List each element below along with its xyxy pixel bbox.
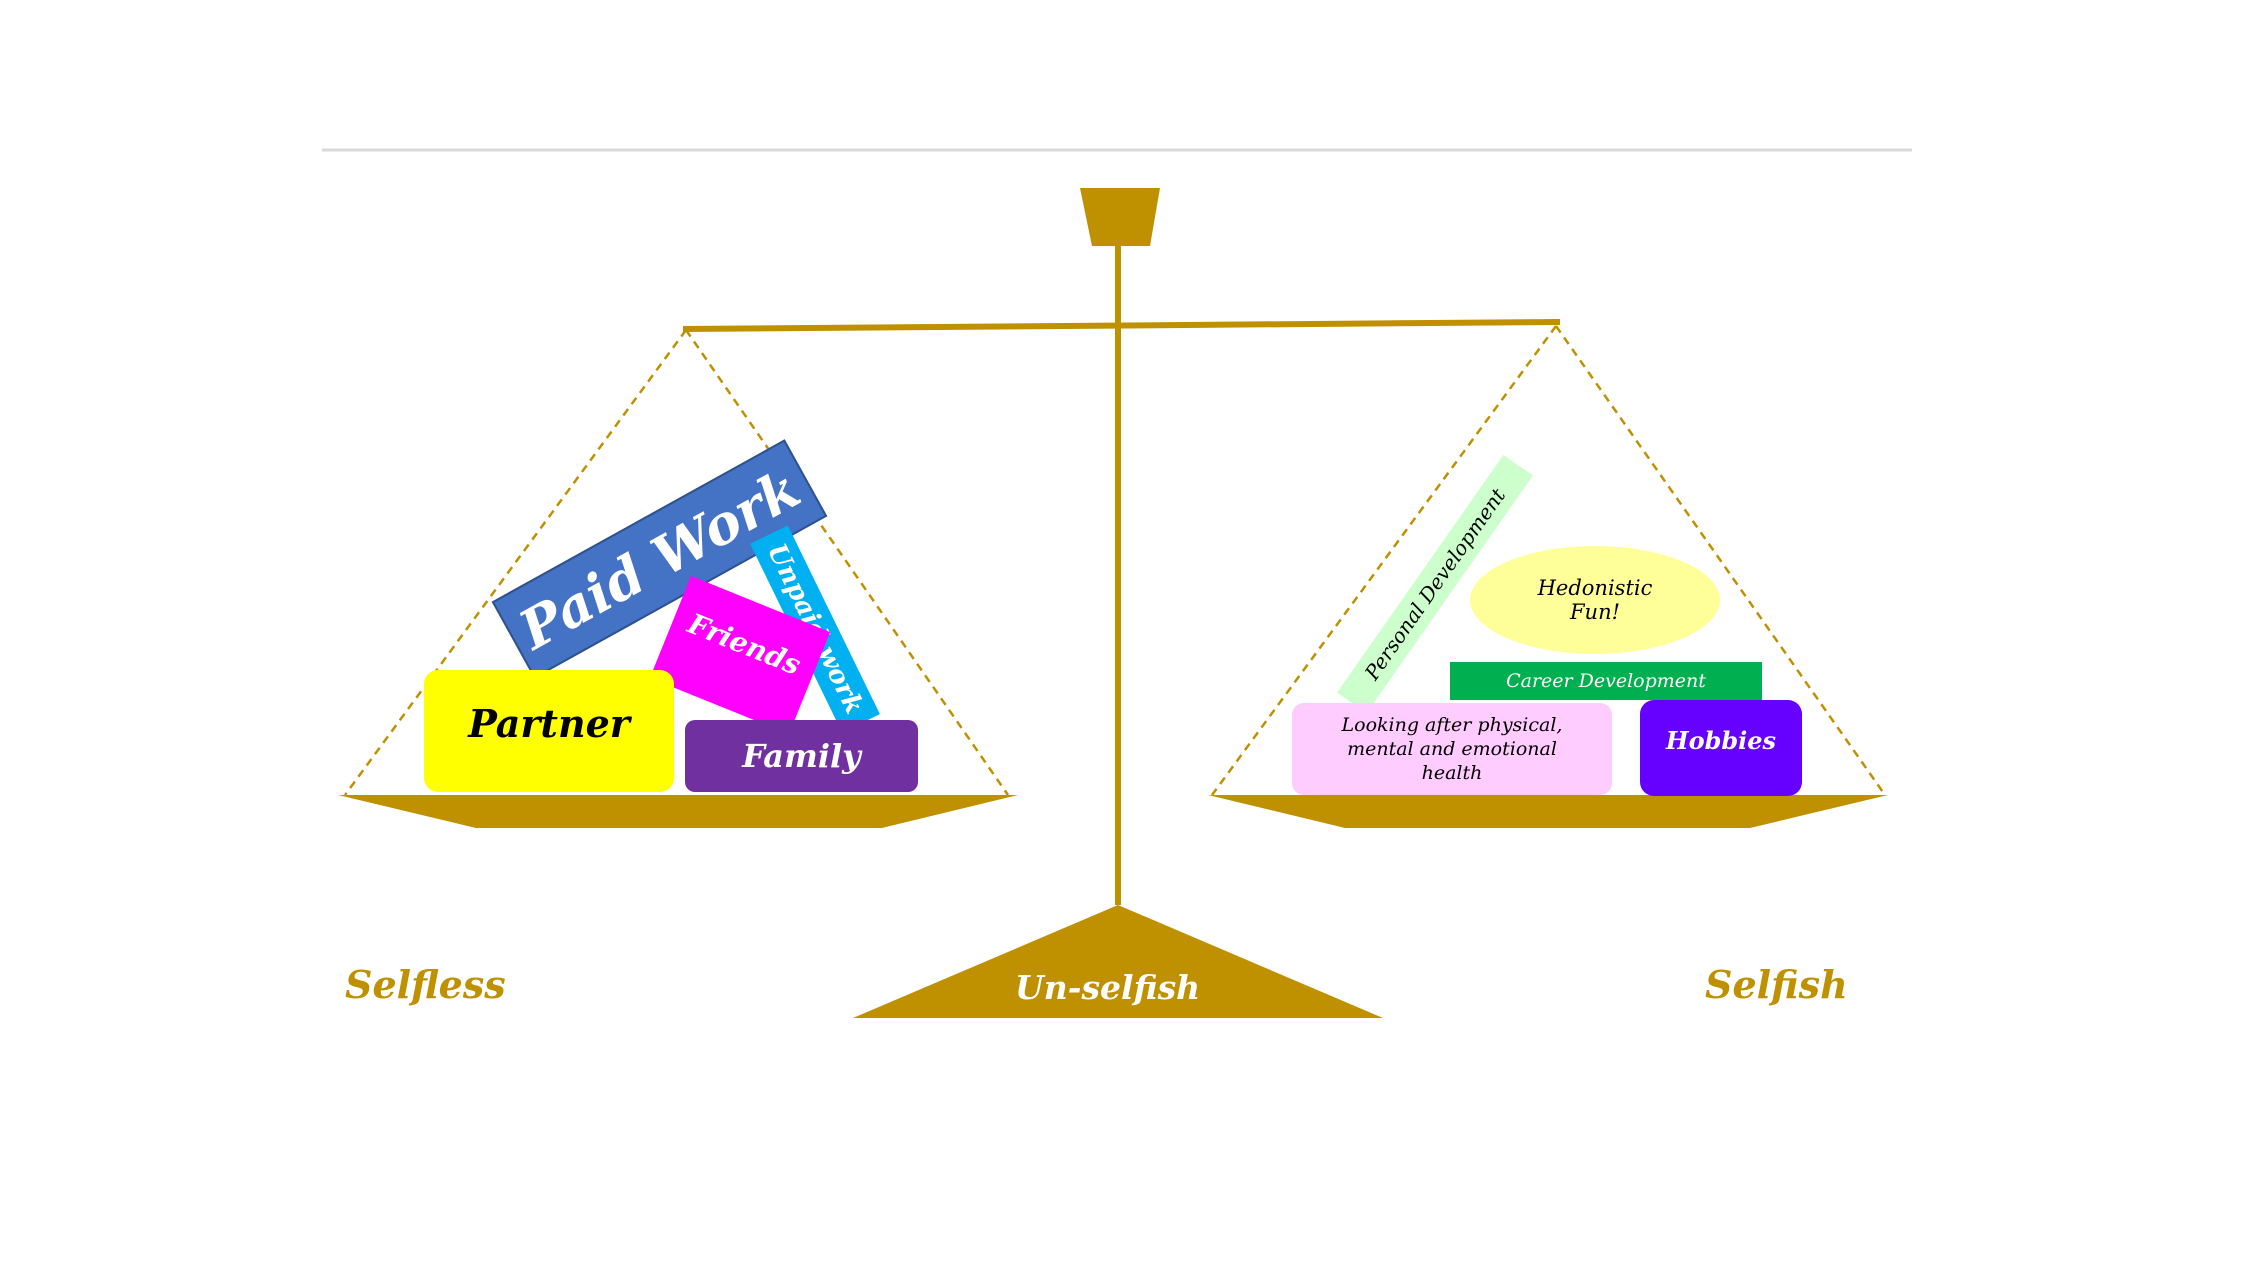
health-line1: Looking after physical, bbox=[1341, 714, 1563, 736]
health-line3: health bbox=[1421, 762, 1483, 784]
health-line2: mental and emotional bbox=[1347, 738, 1557, 760]
unselfish-label: Un-selfish bbox=[1015, 968, 1201, 1007]
hobbies-block: Hobbies bbox=[1640, 700, 1802, 796]
selfless-label: Selfless bbox=[345, 962, 506, 1007]
left-string-right bbox=[684, 329, 1010, 796]
scale-beam bbox=[682, 319, 1561, 332]
scale-base bbox=[853, 905, 1383, 1018]
family-block: Family bbox=[685, 720, 918, 792]
left-string-left bbox=[343, 329, 688, 796]
friends-label: Friends bbox=[683, 606, 806, 682]
health-block: Looking after physical, mental and emoti… bbox=[1292, 703, 1612, 795]
left-pan bbox=[338, 795, 1018, 828]
scale-top-cup bbox=[1080, 188, 1160, 246]
hedonistic-fun-line2: Fun! bbox=[1569, 600, 1621, 624]
right-string-right bbox=[1554, 325, 1887, 796]
partner-label: Partner bbox=[468, 700, 630, 746]
hedonistic-fun-block: Hedonistic Fun! bbox=[1470, 546, 1720, 654]
right-pan bbox=[1208, 795, 1888, 828]
selfish-label: Selfish bbox=[1705, 962, 1848, 1007]
career-development-block: Career Development bbox=[1450, 662, 1762, 700]
partner-block: Partner bbox=[424, 670, 674, 792]
family-label: Family bbox=[742, 737, 861, 775]
hedonistic-fun-line1: Hedonistic bbox=[1537, 576, 1653, 600]
hobbies-label: Hobbies bbox=[1665, 725, 1777, 755]
career-development-label: Career Development bbox=[1506, 670, 1706, 692]
